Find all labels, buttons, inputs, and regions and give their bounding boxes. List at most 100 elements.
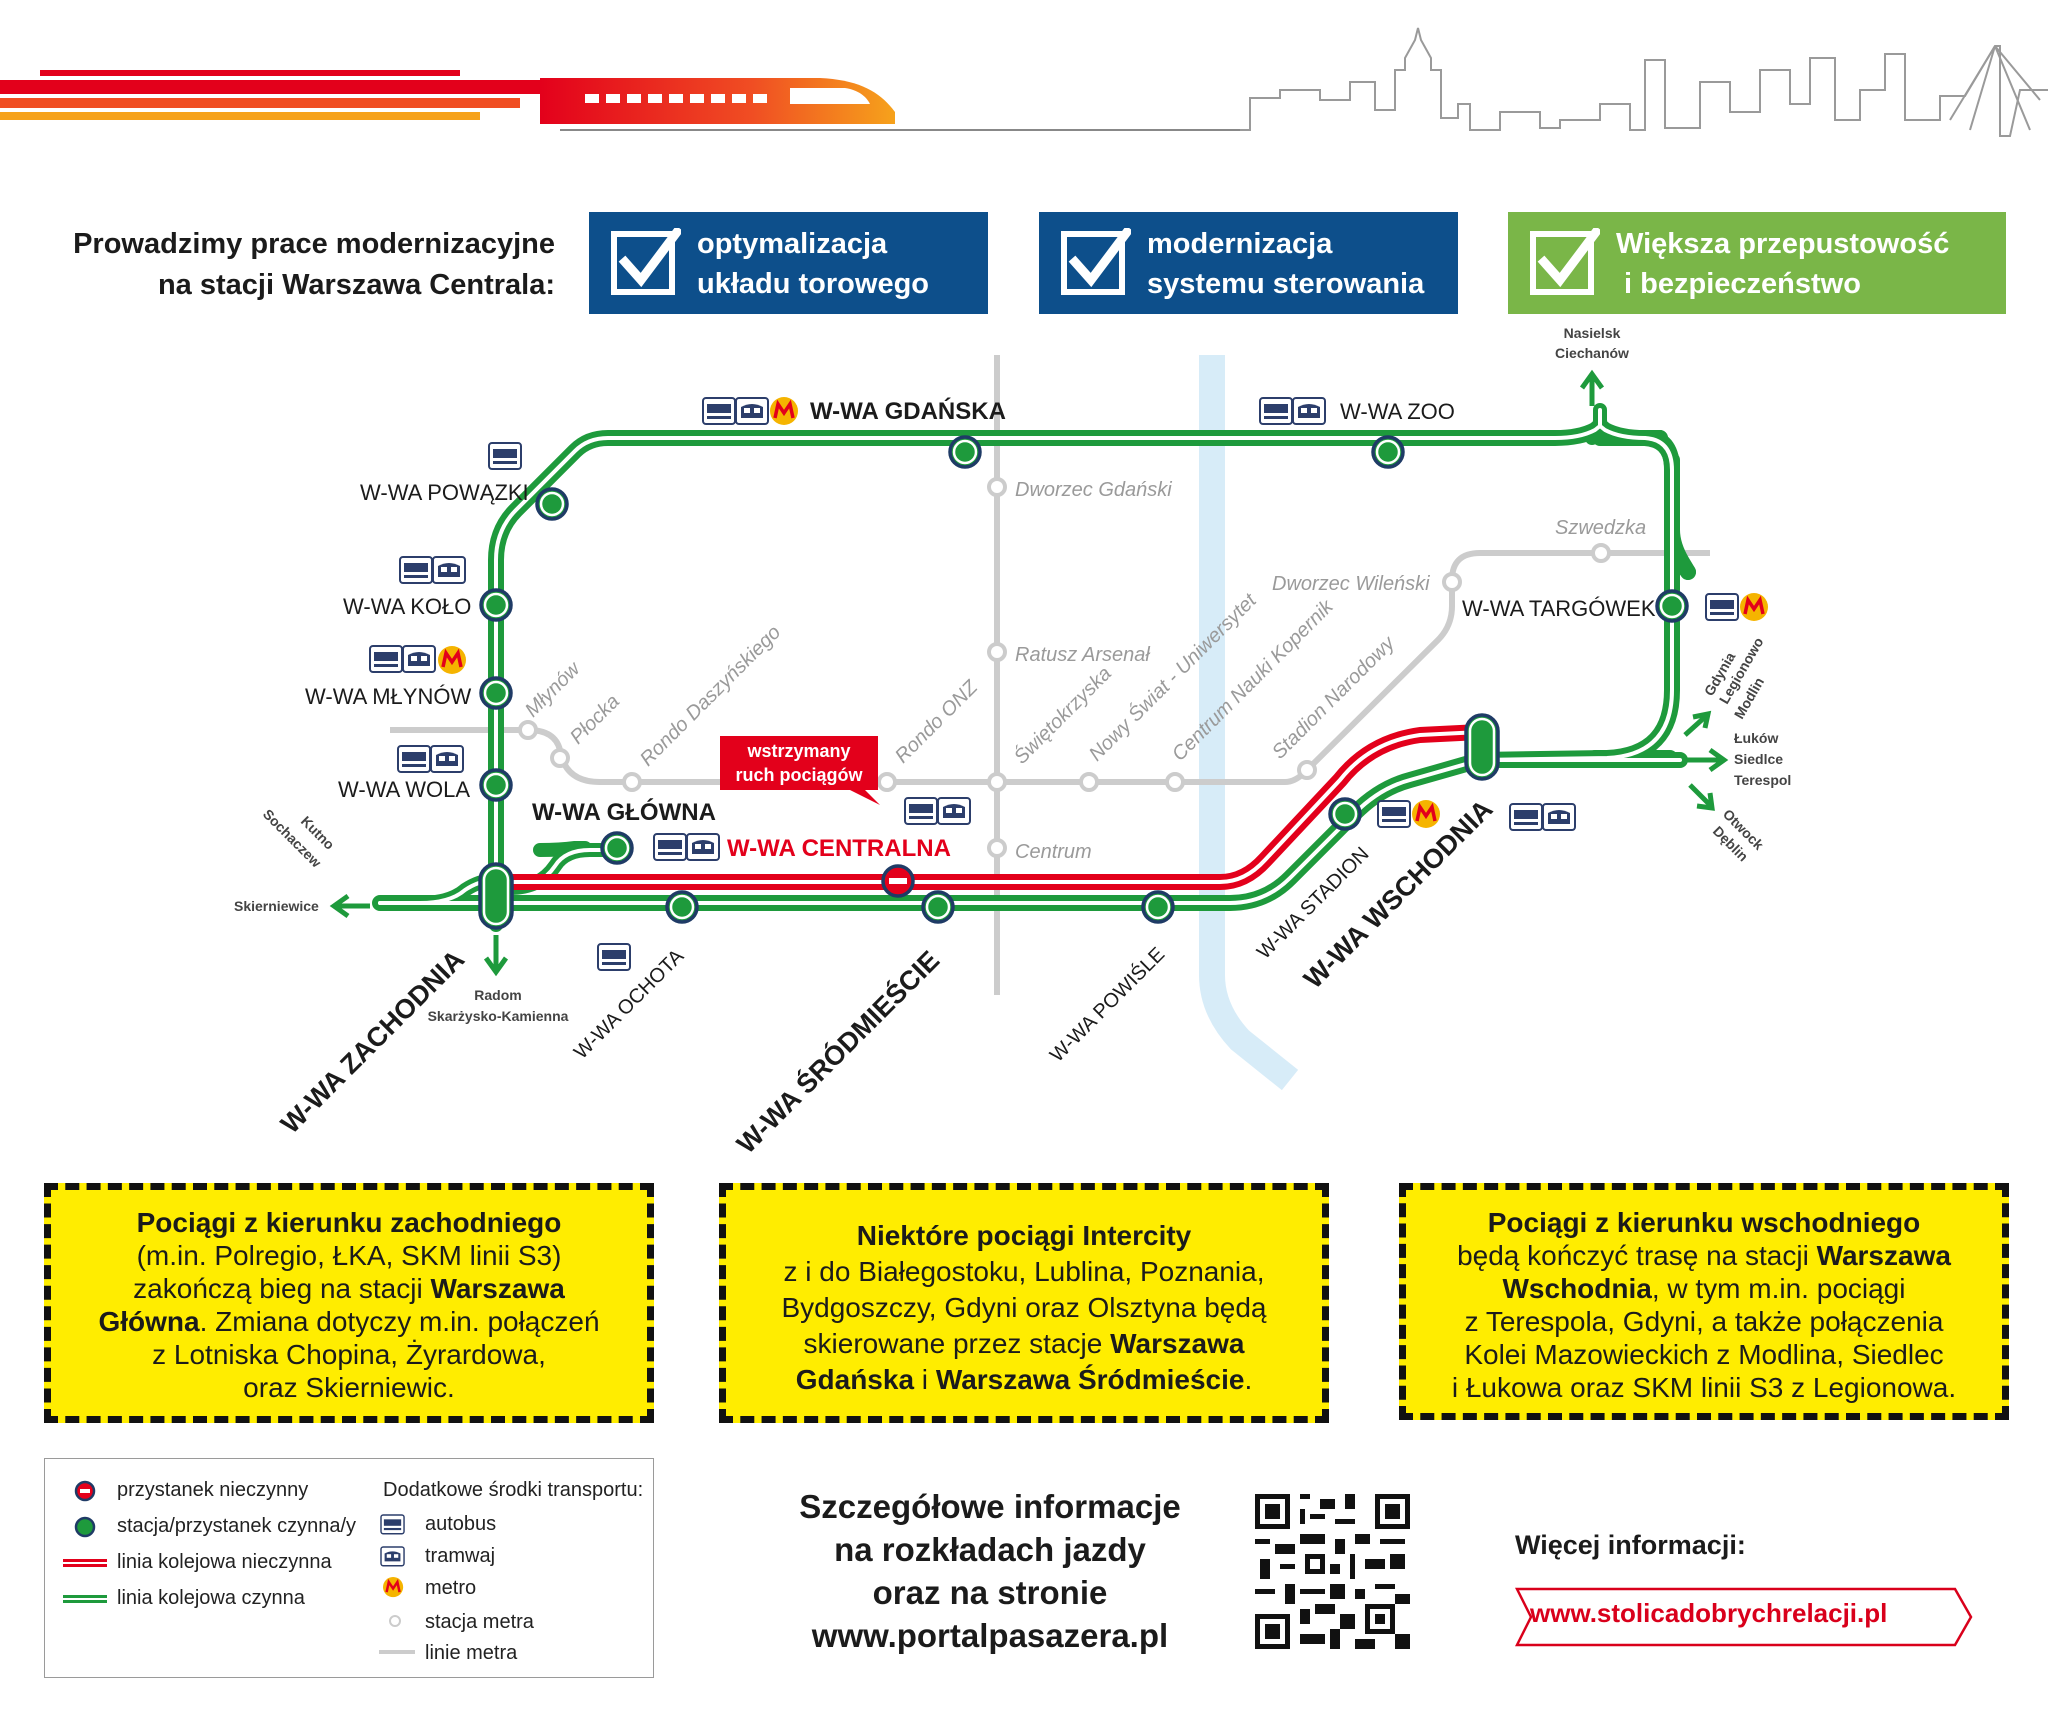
bus-icon: [1705, 593, 1739, 621]
header-box-capacity-line1: Większa przepustowość: [1616, 228, 1950, 260]
header-box-track-line1: optymalizacja: [697, 228, 888, 260]
intro-text: Prowadzimy prace modernizacyjne na stacj…: [40, 224, 555, 306]
label-gdanska: W-WA GDAŃSKA: [810, 397, 1006, 425]
tram-icon: [937, 797, 971, 825]
closed-stop-centralna-icon: [881, 864, 915, 898]
metro-icon: [381, 1575, 405, 1599]
bus-icon: [1377, 800, 1411, 828]
info-east-t1b: Warszawa: [1816, 1240, 1951, 1271]
metro-label-rondo-onz: Rondo ONZ: [891, 676, 983, 768]
bus-icon: [702, 397, 736, 425]
station-marker-ochota: [665, 890, 699, 924]
station-marker-gdanska: [948, 435, 982, 469]
label-centralna: W-WA CENTRALNA: [727, 835, 951, 862]
details-l1: Szczegółowe informacje: [799, 1488, 1181, 1525]
bus-icon: [399, 556, 433, 584]
info-east-title: Pociągi z kierunku wschodniego: [1487, 1207, 1921, 1238]
info-east-t4: Kolei Mazowieckich z Modlina, Siedlec: [1464, 1339, 1944, 1370]
metro-label-plocka: Płocka: [566, 691, 624, 749]
label-glowna: W-WA GŁÓWNA: [532, 798, 716, 826]
header-box-track: optymalizacja układu torowego: [589, 212, 988, 314]
info-west-t2a: zakończą bieg na stacji: [133, 1273, 431, 1304]
tram-icon: [402, 645, 436, 673]
suspended-traffic-callout: wstrzymany ruch pociągów: [720, 736, 880, 805]
label-mlynow: W-WA MŁYNÓW: [305, 684, 471, 709]
details-l3: oraz na stronie: [872, 1574, 1108, 1611]
bus-icon: [597, 943, 631, 971]
legend-extra-title: Dodatkowe środki transportu:: [383, 1479, 644, 1501]
warsaw-skyline: [1240, 27, 2048, 137]
dir-radom: Radom: [474, 987, 521, 1003]
info-east-t2a: Wschodnia: [1502, 1273, 1652, 1304]
info-box-east: Pociągi z kierunku wschodniego będą końc…: [1399, 1183, 2009, 1420]
header-box-capacity: Większa przepustowość i bezpieczeństwo: [1508, 212, 2006, 314]
label-powazki: W-WA POWĄZKI: [360, 480, 529, 505]
qr-code[interactable]: [1255, 1494, 1410, 1649]
info-ic-t1: z i do Białegostoku, Lublina, Poznania,: [783, 1256, 1265, 1287]
station-marker-srodmiescie: [921, 890, 955, 924]
dir-skarzysko: Skarżysko-Kamienna: [428, 1008, 569, 1024]
bus-icon: [653, 833, 687, 861]
legend-closed-line: linia kolejowa nieczynna: [117, 1551, 332, 1573]
metro-icon: [436, 644, 468, 676]
label-kolo: W-WA KOŁO: [343, 594, 471, 619]
legend: przystanek nieczynny stacja/przystanek c…: [44, 1458, 654, 1678]
metro-icon: [1410, 798, 1442, 830]
info-ic-t4b: i: [914, 1364, 936, 1395]
info-ic-t4d: .: [1244, 1364, 1253, 1395]
info-box-west: Pociągi z kierunku zachodniego (m.in. Po…: [44, 1183, 654, 1423]
intro-line-1: Prowadzimy prace modernizacyjne: [73, 228, 555, 260]
metro-icon: [1738, 591, 1770, 623]
info-west-t2b: Warszawa: [430, 1273, 565, 1304]
label-srodmiescie: W-WA ŚRÓDMIEŚCIE: [730, 944, 945, 1159]
dir-ciechanow: Ciechanów: [1555, 345, 1629, 361]
info-east-t2b: , w tym m.in. pociągi: [1651, 1273, 1906, 1304]
label-zachodnia: W-WA ZACHODNIA: [275, 944, 470, 1139]
legend-closed-stop: przystanek nieczynny: [117, 1479, 309, 1501]
details-text: Szczegółowe informacje na rozkładach jaz…: [720, 1485, 1260, 1657]
label-targowek: W-WA TARGÓWEK: [1462, 596, 1656, 621]
info-east-t5: i Łukowa oraz SKM linii S3 z Legionowa.: [1451, 1372, 1957, 1403]
info-ic-t4c: Warszawa Śródmieście: [935, 1364, 1245, 1395]
station-marker-powisle: [1141, 890, 1175, 924]
info-west-t5: oraz Skierniewic.: [243, 1372, 455, 1403]
metro-label-ratusz: Ratusz Arsenał: [1015, 644, 1150, 666]
metro-station-dots: [518, 477, 1611, 858]
details-link-portalpasazera[interactable]: www.portalpasazera.pl: [811, 1617, 1169, 1654]
bus-icon: [1509, 803, 1543, 831]
dir-siedlce: Siedlce: [1734, 751, 1783, 767]
legend-metro: metro: [425, 1577, 477, 1599]
metro-icon: [768, 395, 800, 427]
info-ic-t4a: Gdańska: [795, 1364, 915, 1395]
metro-station-icon: [389, 1615, 401, 1627]
legend-active-stop: stacja/przystanek czynna/y: [117, 1515, 356, 1537]
tram-icon: [380, 1546, 405, 1567]
tram-icon: [1542, 803, 1576, 831]
dir-nasielsk: Nasielsk: [1564, 325, 1621, 341]
more-info-url-link[interactable]: www.stolicadobrychrelacji.pl: [1530, 1598, 1888, 1628]
station-marker-targowek: [1655, 589, 1689, 623]
tram-icon: [686, 833, 720, 861]
station-marker-kolo: [479, 588, 513, 622]
checkbox-tick-icon: [611, 228, 681, 295]
details-l2a: na: [834, 1531, 882, 1568]
info-box-intercity: Niektóre pociągi Intercity z i do Białeg…: [719, 1183, 1329, 1423]
header-box-control-line2: systemu sterowania: [1147, 268, 1425, 300]
dir-lukow: Łuków: [1734, 730, 1778, 746]
metro-label-centrum: Centrum: [1015, 841, 1092, 863]
label-zoo: W-WA ZOO: [1340, 399, 1455, 424]
info-west-t3b: . Zmiana dotyczy m.in. połączeń: [199, 1306, 600, 1337]
details-l2b: rozkładach jazdy: [881, 1531, 1146, 1568]
url-banner[interactable]: [1515, 1587, 1975, 1647]
legend-metro-station: stacja metra: [425, 1611, 534, 1633]
station-marker-glowna: [600, 831, 634, 865]
header-box-capacity-line2: i bezpieczeństwo: [1616, 268, 1861, 300]
tram-icon: [430, 745, 464, 773]
more-info-label: Więcej informacji:: [1515, 1530, 1746, 1560]
legend-metro-lines: linie metra: [425, 1642, 518, 1664]
station-marker-stadion: [1328, 797, 1362, 831]
info-west-title: Pociągi z kierunku zachodniego: [136, 1207, 562, 1238]
active-stop-icon: [74, 1516, 96, 1538]
station-marker-zachodnia: [478, 862, 514, 930]
